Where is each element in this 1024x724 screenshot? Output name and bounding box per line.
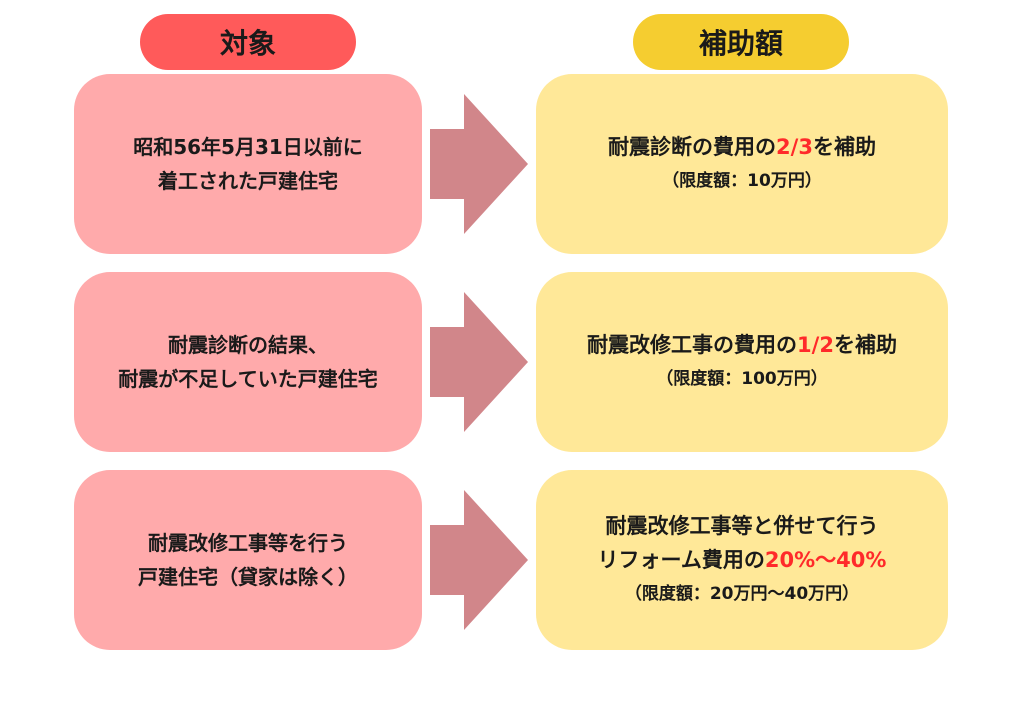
arrow-right-icon	[430, 490, 528, 630]
arrow-right-icon	[430, 94, 528, 234]
amount-card-2-text: 耐震改修工事の費用の	[587, 333, 798, 357]
target-card-2: 耐震診断の結果、 耐震が不足していた戸建住宅	[74, 272, 422, 452]
amount-card-3-pre: 耐震改修工事等と併せて行う	[605, 514, 879, 538]
target-card-2-line-1: 耐震診断の結果、	[168, 333, 328, 357]
target-card-1: 昭和56年5月31日以前に 着工された戸建住宅	[74, 74, 422, 254]
amount-card-1-text: 耐震診断の費用の	[608, 135, 777, 159]
target-card-1-line-1: 昭和56年5月31日以前に	[133, 135, 363, 159]
arrow-right-icon	[430, 292, 528, 432]
amount-card-3-limit: （限度額：20万円〜40万円）	[624, 584, 860, 604]
amount-card-1-rate: 2/3	[776, 135, 813, 159]
target-card-3-line-2: 戸建住宅（貸家は除く）	[138, 565, 358, 589]
amount-card-1-main: 耐震診断の費用の2/3を補助	[608, 130, 876, 164]
amount-card-2-suffix: を補助	[833, 333, 897, 357]
amount-card-1-limit: （限度額：10万円）	[662, 171, 822, 191]
target-card-3-line-1: 耐震改修工事等を行う	[148, 531, 348, 555]
amount-card-3: 耐震改修工事等と併せて行う リフォーム費用の20%〜40% （限度額：20万円〜…	[536, 470, 948, 650]
target-header: 対象	[140, 14, 356, 70]
amount-card-2-main: 耐震改修工事の費用の1/2を補助	[587, 328, 897, 362]
amount-card-1: 耐震診断の費用の2/3を補助 （限度額：10万円）	[536, 74, 948, 254]
amount-card-2: 耐震改修工事の費用の1/2を補助 （限度額：100万円）	[536, 272, 948, 452]
amount-card-2-limit: （限度額：100万円）	[656, 369, 828, 389]
amount-card-2-rate: 1/2	[797, 333, 834, 357]
amount-card-3-text: リフォーム費用の	[597, 548, 765, 572]
target-card-3: 耐震改修工事等を行う 戸建住宅（貸家は除く）	[74, 470, 422, 650]
amount-card-3-rate: 20%〜40%	[764, 548, 887, 572]
target-card-1-line-2: 着工された戸建住宅	[158, 169, 338, 193]
amount-header: 補助額	[633, 14, 849, 70]
amount-card-1-suffix: を補助	[812, 135, 876, 159]
target-card-2-line-2: 耐震が不足していた戸建住宅	[118, 367, 378, 391]
amount-card-3-main: リフォーム費用の20%〜40%	[598, 543, 887, 577]
